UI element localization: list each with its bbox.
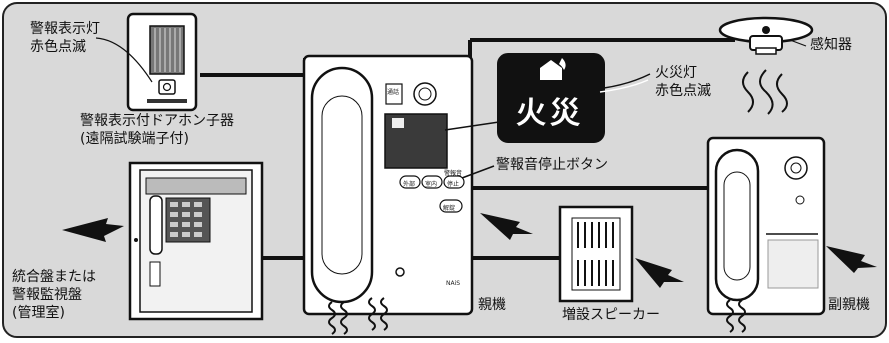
sub-master-unit	[706, 136, 826, 316]
sub-handset	[714, 148, 760, 302]
label-alarm-lamp-line1: 警報表示灯	[30, 21, 100, 37]
master-btn-4	[439, 199, 463, 213]
master-handset	[310, 66, 374, 304]
label-alarm-lamp-line2: 赤色点滅	[30, 39, 86, 55]
wiring	[200, 38, 735, 260]
label-master-unit: 親機	[478, 297, 506, 313]
fire-lamp-panel	[497, 53, 605, 143]
label-sub-master-unit: 副親機	[828, 297, 870, 313]
detector	[718, 16, 814, 55]
leader-stop-button	[461, 165, 495, 179]
integrated-panel	[128, 161, 264, 321]
master-btn-3-label: 停止	[447, 181, 460, 188]
leader-fire-lamp	[603, 73, 651, 89]
arrow-panel	[62, 218, 124, 242]
label-detector: 感知器	[810, 37, 852, 53]
arrow-speaker	[635, 258, 684, 288]
label-fire-lamp-line1: 火災灯	[655, 65, 697, 81]
door-unit-call-button	[158, 79, 176, 95]
sub-speaker-grille	[767, 239, 819, 289]
door-unit	[126, 12, 198, 112]
fire-lamp-text: 火災	[516, 96, 584, 131]
master-btn-1	[399, 175, 421, 189]
master-btn-2	[421, 175, 443, 189]
label-integrated-panel-line1: 統合盤または	[12, 269, 96, 285]
label-integrated-panel: 統合盤または 警報監視盤 (管理室)	[12, 268, 96, 322]
master-btn-3	[443, 175, 465, 189]
leader-alarm-lamp	[95, 37, 153, 83]
arrow-master	[480, 213, 533, 240]
panel-handset	[149, 195, 163, 255]
door-unit-alarm-lamp	[147, 99, 187, 103]
master-btn-1-label: 外部	[403, 181, 416, 188]
master-stop-caption: 警報音	[444, 170, 463, 177]
master-btn-4-label: 解錠	[443, 205, 456, 212]
label-door-unit: 警報表示付ドアホン子器 (遠隔試験端子付)	[80, 112, 234, 148]
door-unit-speaker-grille	[149, 25, 185, 75]
smoke-icon	[742, 69, 788, 115]
label-door-unit-line2: (遠隔試験端子付)	[80, 131, 189, 147]
master-btn-5-label: 通話	[387, 89, 400, 96]
signal-arrows	[62, 213, 877, 288]
master-btn-2-label: 室内	[425, 181, 438, 188]
label-integrated-panel-line3: (管理室)	[12, 305, 65, 321]
label-fire-lamp: 火災灯 赤色点滅	[655, 64, 711, 100]
label-alarm-lamp: 警報表示灯 赤色点滅	[30, 20, 100, 56]
label-fire-lamp-line2: 赤色点滅	[655, 83, 711, 99]
label-alarm-stop-button: 警報音停止ボタン	[496, 157, 608, 173]
extension-speaker	[558, 205, 634, 303]
label-integrated-panel-line2: 警報監視盤	[12, 287, 82, 303]
master-unit	[302, 54, 474, 316]
master-brand: NAiS	[446, 280, 461, 287]
label-extension-speaker: 増設スピーカー	[562, 307, 660, 323]
house-icon	[540, 60, 562, 80]
leader-fire-panel	[444, 121, 500, 131]
label-door-unit-line1: 警報表示付ドアホン子器	[80, 113, 234, 129]
arrow-sub	[826, 246, 877, 273]
